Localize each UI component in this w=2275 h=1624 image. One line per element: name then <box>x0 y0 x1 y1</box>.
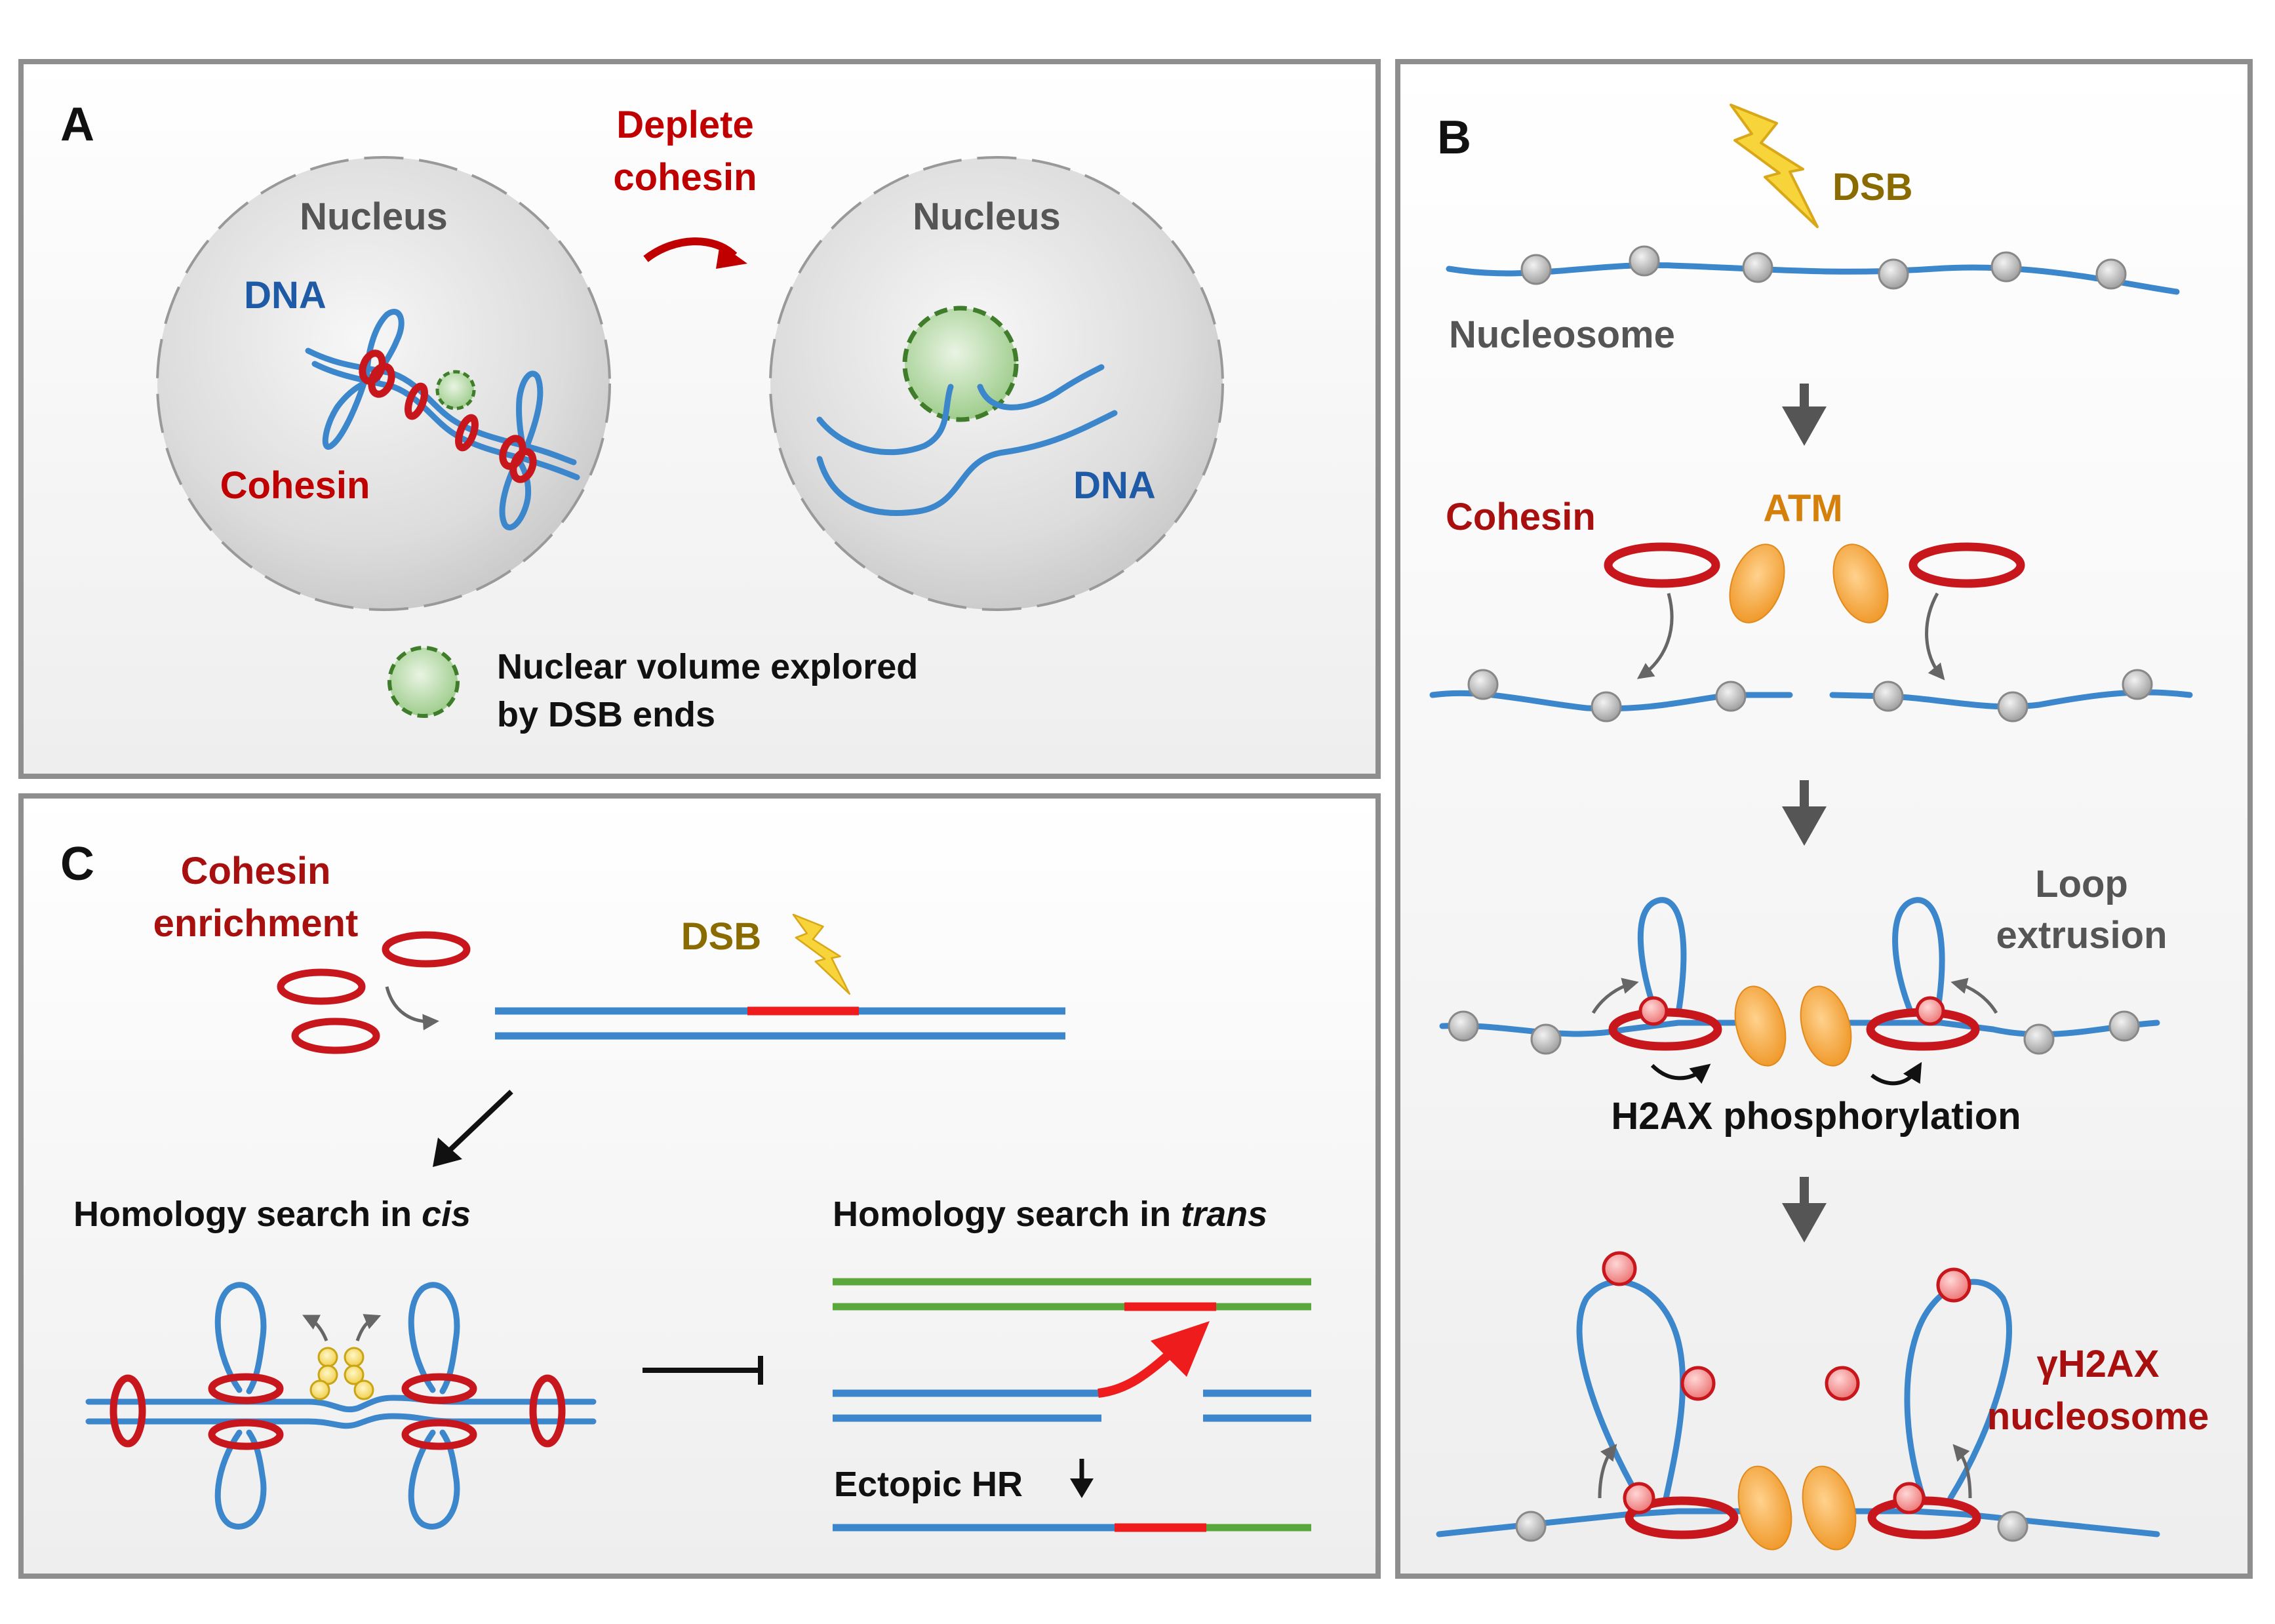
panel-b-letter: B <box>1437 111 1471 164</box>
loop-right <box>1892 897 1945 1016</box>
nucleus-right-label: Nucleus <box>913 195 1061 238</box>
nucleosomes-row2 <box>1467 669 2153 723</box>
atm-loop-right <box>1800 985 1852 1067</box>
diagonal-arrow-head <box>433 1138 462 1167</box>
nucleosome-label: Nucleosome <box>1449 313 1675 356</box>
h2ax-label: H2AX phosphorylation <box>1611 1095 2021 1138</box>
loop-left <box>1637 897 1687 1016</box>
loop-line2: extrusion <box>1996 914 2167 957</box>
legend-line1: Nuclear volume explored <box>497 647 918 686</box>
deplete-line1: Deplete <box>616 104 754 146</box>
ectopic-label: Ectopic HR <box>834 1465 1023 1504</box>
panel-c-dsb-label: DSB <box>681 915 761 958</box>
ectopic-arrow <box>1070 1478 1094 1498</box>
nucleosomes-row3 <box>1448 1010 2140 1055</box>
panel-a: A Nucleus DNA Cohesin Deplete cohesin <box>18 59 1381 779</box>
panel-a-letter: A <box>60 98 94 151</box>
enrich-line1: Cohesin <box>181 850 331 892</box>
cohesin-ring-right <box>1909 542 2025 588</box>
compact-dna <box>305 309 580 530</box>
cohesin-b-label: Cohesin <box>1446 496 1596 538</box>
enrich-line2: enrichment <box>153 902 359 945</box>
legend-green-circle <box>387 646 460 718</box>
loop-line1: Loop <box>2035 863 2128 905</box>
relaxed-dna-3 <box>816 410 1118 516</box>
deplete-line2: cohesin <box>613 156 757 199</box>
intact-dna <box>1446 262 2180 295</box>
nucleosomes-row1 <box>1520 245 2127 290</box>
panel-c: C Cohesin enrichment DSB Homology search… <box>18 793 1381 1579</box>
cis-label: Homology search in cis <box>73 1195 471 1234</box>
explored-volume-large <box>902 306 1019 422</box>
dna-left-label: DNA <box>244 274 326 317</box>
nucleosomes-row4 <box>1515 1511 2028 1542</box>
panel-c-letter: C <box>60 838 94 890</box>
gamma-ring-left <box>1625 1496 1739 1539</box>
legend-line2: by DSB ends <box>497 695 715 734</box>
gamma-line1: γH2AX <box>2037 1343 2160 1385</box>
cohesin-left-label: Cohesin <box>220 464 370 507</box>
cis-structure <box>85 1282 597 1530</box>
atm-loop-left <box>1734 985 1787 1067</box>
nucleus-left-label: Nucleus <box>300 195 448 238</box>
gamma-line2: nucleosome <box>1987 1395 2209 1438</box>
invading-strand <box>1098 1347 1177 1398</box>
panel-b-frame <box>1395 59 2253 1579</box>
relaxed-dna-2 <box>977 364 1105 410</box>
relaxed-dna-1 <box>816 384 954 456</box>
atm-label: ATM <box>1763 487 1842 530</box>
deplete-arrow-head <box>716 244 747 269</box>
panel-b: B DSB Nucleosome Cohesin ATM <box>1395 59 2253 1579</box>
trans-label: Homology search in trans <box>833 1195 1267 1234</box>
panel-b-dsb-label: DSB <box>1832 166 1912 208</box>
atm-left <box>1729 544 1785 624</box>
dna-right-label: DNA <box>1073 464 1156 507</box>
invading-strand-head <box>1151 1321 1210 1377</box>
explored-volume-small <box>435 370 476 410</box>
atm-right <box>1832 544 1889 624</box>
gamma-nucleosomes <box>1602 1251 1971 1515</box>
cohesin-ring-left <box>1604 542 1720 588</box>
